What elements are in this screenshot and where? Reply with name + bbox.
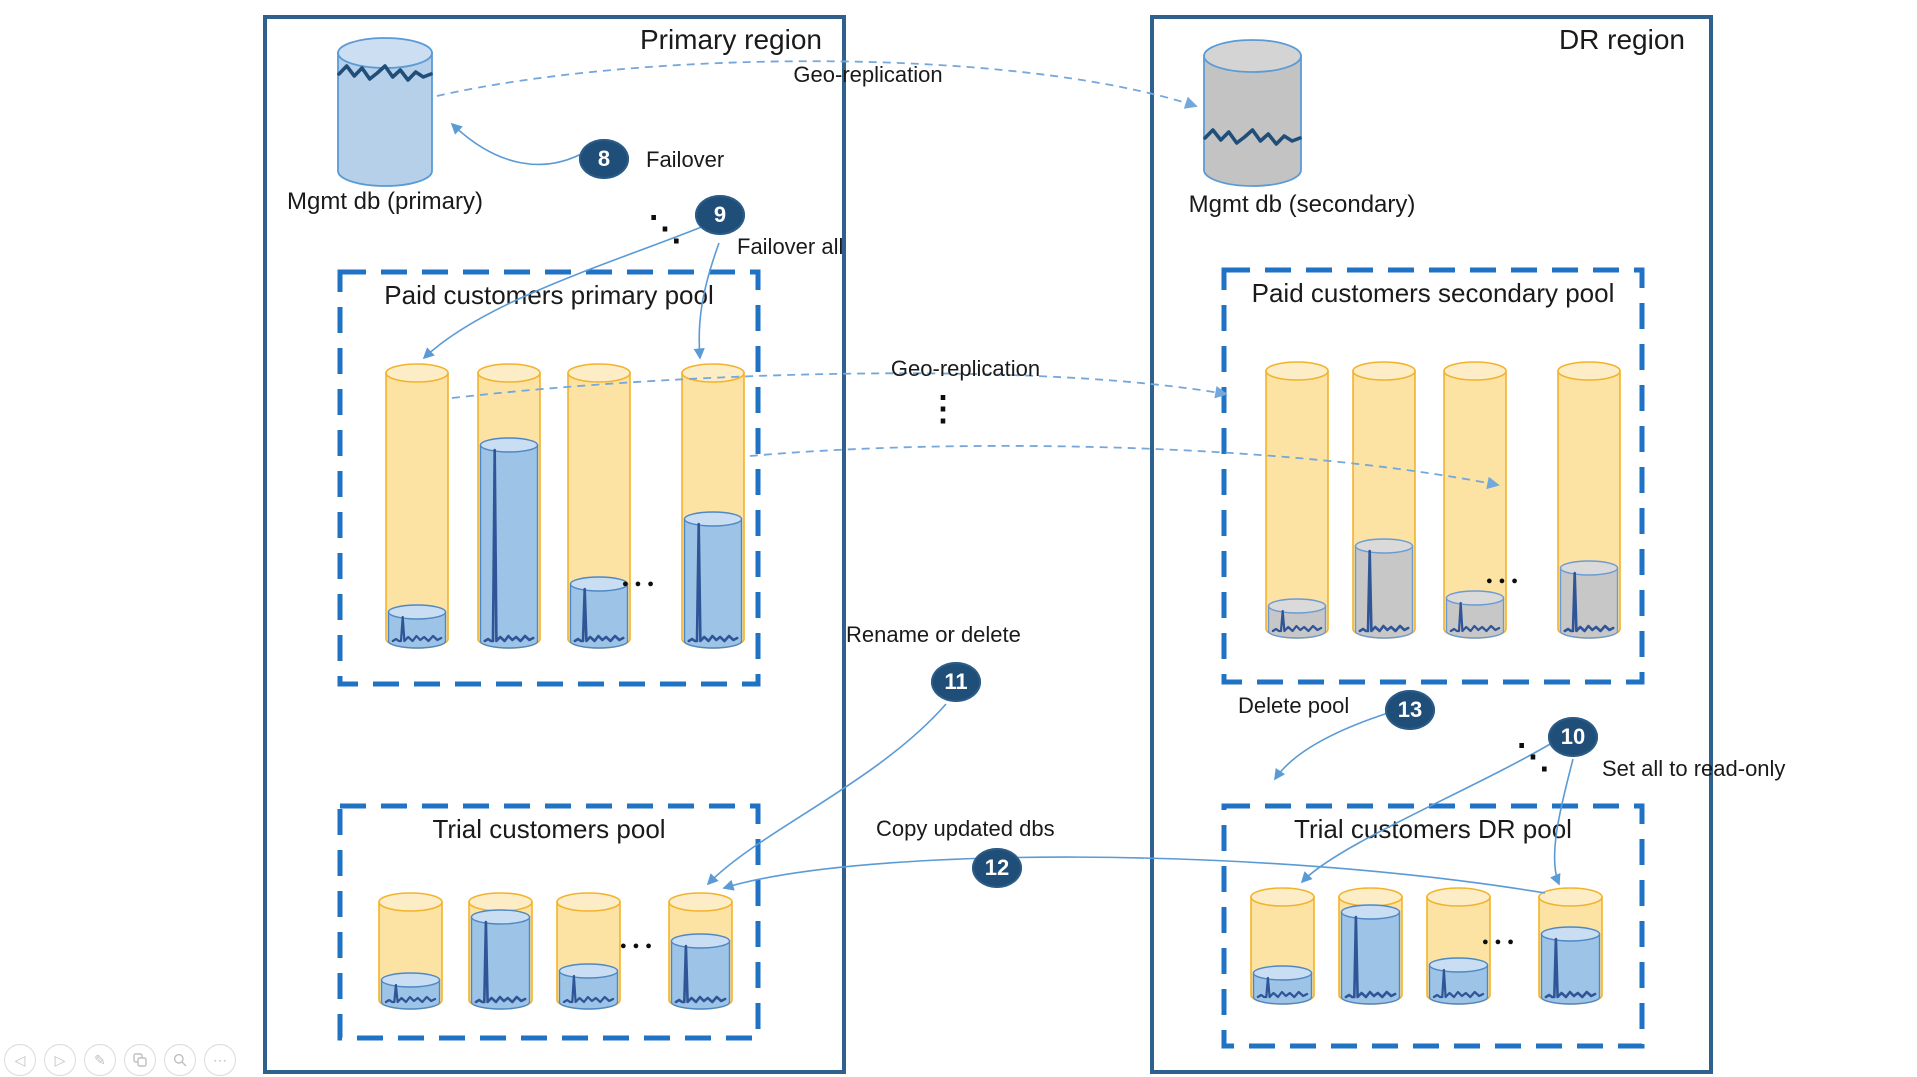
step-badge-13: 13	[1385, 690, 1435, 730]
db-cylinder	[668, 892, 733, 1016]
more-options-button[interactable]: ⋯	[204, 1044, 236, 1076]
delete-pool-label: Delete pool	[1238, 693, 1350, 718]
step-badge-9: 9	[695, 195, 745, 235]
primary-region-box	[263, 15, 846, 1074]
more-dots-near-badge-10: ⋱	[1516, 738, 1550, 776]
step-number: 10	[1560, 724, 1586, 749]
pool-title-trial: Trial customers pool	[432, 814, 666, 844]
db-cylinder	[1557, 361, 1621, 645]
db-cylinder	[468, 892, 533, 1016]
step-number: 11	[944, 669, 968, 694]
dr-region-box	[1150, 15, 1713, 1074]
db-cylinder	[1338, 887, 1403, 1011]
more-dbs-dots-trial-dr: ●●●	[1482, 936, 1520, 948]
copy-updated-dbs-label: Copy updated dbs	[876, 816, 1055, 841]
pool-paid-customers-secondary: Paid customers secondary pool	[1224, 270, 1642, 682]
see-all-slides-button[interactable]	[124, 1044, 156, 1076]
geo-replication-top-label: Geo-replication	[793, 62, 943, 87]
more-dbs-dots-trial: ●●●	[620, 940, 658, 952]
zoom-slide-button[interactable]	[164, 1044, 196, 1076]
previous-slide-button[interactable]: ◁	[4, 1044, 36, 1076]
pool-title-trial-dr: Trial customers DR pool	[1294, 814, 1572, 844]
step-badge-11: 11	[931, 662, 981, 702]
db-cylinder	[1443, 361, 1507, 645]
pool-paid-customers-primary: Paid customers primary pool	[340, 272, 758, 684]
pool-title-paid-primary: Paid customers primary pool	[384, 280, 714, 310]
db-cylinder	[1352, 361, 1416, 645]
next-slide-button[interactable]: ▷	[44, 1044, 76, 1076]
more-replication-dots-vertical: ⋮	[926, 390, 960, 428]
step-badge-12: 12	[972, 848, 1022, 888]
pool-trial-customers: Trial customers pool	[340, 806, 758, 1038]
db-cylinder	[477, 363, 541, 655]
rename-or-delete-label: Rename or delete	[846, 622, 1021, 647]
mgmt-db-primary-label: Mgmt db (primary)	[286, 188, 484, 215]
step-number: 13	[1397, 697, 1423, 722]
db-cylinder	[1426, 887, 1491, 1011]
mgmt-db-secondary-cylinder	[1203, 39, 1302, 193]
more-dbs-dots-paid-primary: ●●●	[622, 578, 660, 590]
pen-tools-button[interactable]: ✎	[84, 1044, 116, 1076]
set-all-read-only-label: Set all to read-only	[1602, 756, 1786, 781]
presenter-controls: ◁ ▷ ✎ ⋯	[4, 1044, 236, 1076]
db-cylinder	[556, 892, 621, 1016]
geo-replication-mid-label: Geo-replication	[890, 356, 1041, 381]
step-number: 9	[713, 202, 727, 227]
magnifier-icon	[173, 1053, 187, 1067]
db-cylinder	[567, 363, 631, 655]
db-cylinder	[385, 363, 449, 655]
db-cylinder	[378, 892, 443, 1016]
primary-region-title: Primary region	[639, 24, 822, 55]
db-cylinder	[1265, 361, 1329, 645]
db-cylinder	[681, 363, 745, 655]
pool-title-paid-secondary: Paid customers secondary pool	[1251, 278, 1615, 308]
slides-grid-icon	[133, 1053, 147, 1067]
step-badge-10: 10	[1548, 717, 1598, 757]
mgmt-db-primary-cylinder	[337, 37, 433, 193]
step-number: 8	[597, 146, 611, 171]
failover-all-label: Failover all	[737, 234, 844, 259]
step-number: 12	[984, 855, 1010, 880]
dr-region-title: DR region	[1558, 24, 1685, 55]
db-cylinder	[1538, 887, 1603, 1011]
mgmt-db-secondary-label: Mgmt db (secondary)	[1188, 191, 1416, 218]
more-dbs-dots-paid-secondary: ●●●	[1486, 575, 1524, 587]
step-badge-8: 8	[579, 139, 629, 179]
failover-label: Failover	[646, 147, 725, 172]
db-cylinder	[1250, 887, 1315, 1011]
more-dots-near-badge-9: ⋱	[648, 210, 682, 248]
pool-trial-customers-dr: Trial customers DR pool	[1224, 806, 1642, 1046]
